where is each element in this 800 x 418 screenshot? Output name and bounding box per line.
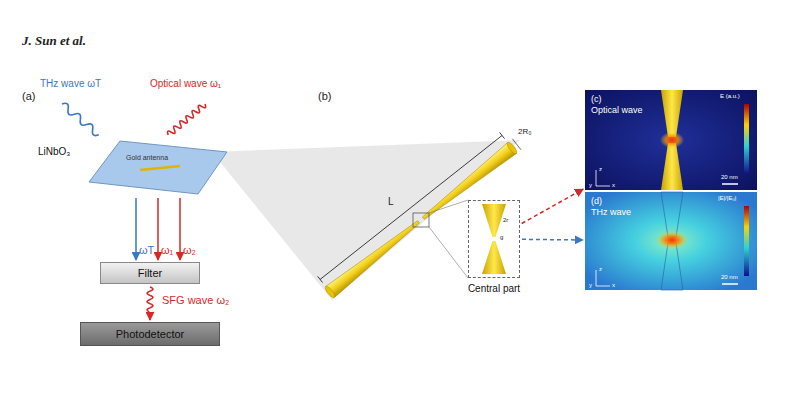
node-text: Gold antenna — [126, 154, 168, 162]
substrate-plate: LiNbO₃Gold antenna — [88, 140, 228, 195]
node-text: Filter — [138, 267, 162, 280]
zoom-marker — [413, 213, 429, 227]
photodetector-box: Photodetector — [80, 322, 220, 346]
node-text: LiNbO₃ — [38, 146, 70, 158]
scale-bar-label: 20 nm — [721, 174, 738, 181]
signal-arrow — [157, 198, 159, 260]
zoom-leader — [429, 200, 468, 213]
axis-label: x — [612, 182, 615, 189]
node-text: Optical wave — [591, 105, 643, 115]
signal-arrow — [147, 287, 153, 320]
optical-field-map — [585, 90, 757, 190]
signal-arrow — [522, 239, 583, 241]
axis-label: z — [599, 166, 602, 173]
signal-arrow — [179, 198, 181, 260]
axis-label: z — [599, 266, 602, 273]
filter-box: Filter — [100, 262, 200, 284]
node-text: Photodetector — [116, 328, 185, 341]
central-bowtie — [468, 200, 520, 278]
signal-arrow — [135, 198, 137, 260]
node-text: (d) — [591, 196, 602, 206]
optical-wave — [166, 102, 207, 137]
axis-label: y — [589, 282, 592, 289]
zoom-shading — [212, 140, 520, 300]
node-text: THz wave — [591, 207, 631, 217]
edge-label: ω₂ — [183, 244, 196, 256]
thz-field-panel: (d)THz wave — [585, 192, 757, 290]
panel-letter: (b) — [318, 90, 331, 102]
dimension-label: g — [500, 234, 503, 241]
panel-letter: (a) — [22, 90, 35, 102]
author-header: J. Sun et al. — [22, 34, 86, 48]
zoom-leader — [429, 227, 468, 278]
edge-label: ωT — [139, 244, 154, 256]
central-part-inset: Central part — [468, 200, 520, 278]
wave-label: Optical wave ω₁ — [150, 78, 221, 89]
thz-wave — [60, 101, 101, 137]
axis-label: x — [612, 282, 615, 289]
signal-arrow — [522, 189, 584, 223]
axis-label: y — [589, 182, 592, 189]
bowtie-antenna — [316, 129, 521, 299]
wave-label: THz wave ωT — [40, 78, 101, 89]
colorbar-label: E (a.u.) — [720, 93, 740, 100]
dimension-label: 2r — [503, 217, 508, 224]
dimension-label: 2R₀ — [518, 128, 532, 137]
optical-field-panel: (c)Optical wave — [585, 90, 757, 190]
thz-field-map — [585, 192, 757, 290]
node-text: Central part — [468, 283, 520, 295]
dimension-label: L — [388, 196, 394, 207]
substrate-outline — [88, 140, 228, 195]
scale-bar-label: 20 nm — [721, 274, 738, 281]
edge-label: ω₁ — [161, 244, 173, 256]
edge-label: SFG wave ω₂ — [162, 294, 229, 306]
colorbar-label: |E|/|E₀| — [718, 195, 736, 202]
node-text: (c) — [591, 94, 602, 104]
